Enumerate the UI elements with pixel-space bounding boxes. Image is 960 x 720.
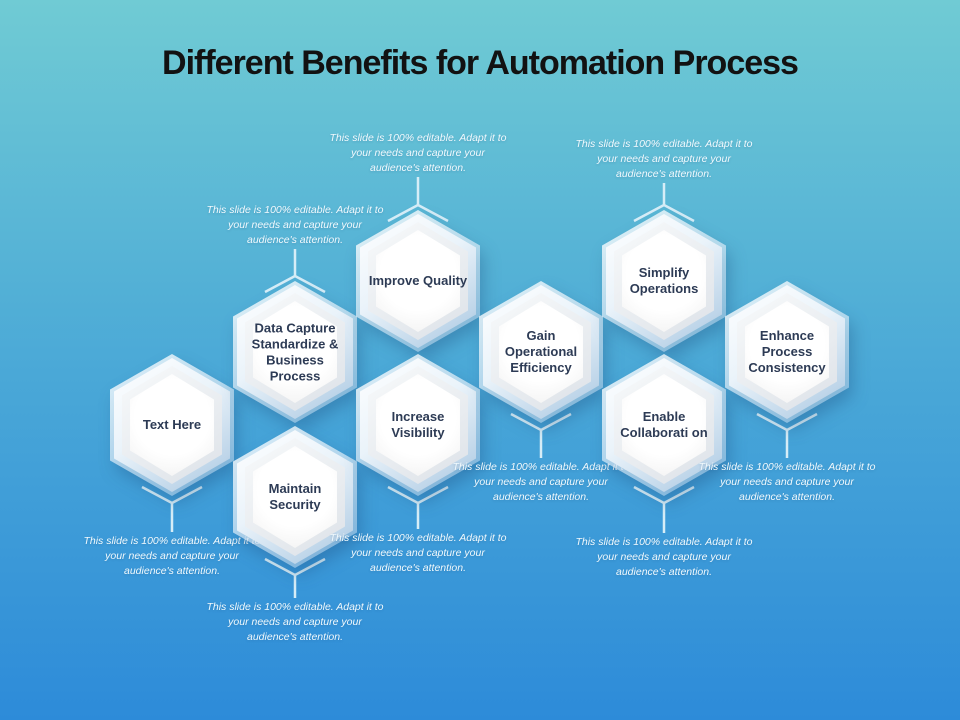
hexagon-simplify-operations: Simplify Operations <box>602 210 726 352</box>
hexagon-face <box>745 301 829 403</box>
hexagon-enable-collaborati-on: Enable Collaborati on <box>602 354 726 496</box>
caption-text: This slide is 100% editable. Adapt it to… <box>329 532 507 575</box>
hexagon-maintain-security: Maintain Security <box>233 426 357 568</box>
hexagon-label: Improve Quality <box>368 273 468 289</box>
caption-text: This slide is 100% editable. Adapt it to… <box>206 601 384 644</box>
caption-text: This slide is 100% editable. Adapt it to… <box>575 138 753 181</box>
connector-line <box>633 485 695 533</box>
hexagon-gain-operational-efficiency: Gain Operational Efficiency <box>479 281 603 423</box>
hexagon-face <box>253 301 337 403</box>
connector-line <box>264 557 326 598</box>
hexagon-label: Enhance Process Consistency <box>748 328 826 375</box>
hexagon-label: Data Capture Standardize & Business Proc… <box>251 320 339 383</box>
connector-line <box>387 485 449 529</box>
hexagon-label: Gain Operational Efficiency <box>504 328 578 375</box>
hexagon-text-here: Text Here <box>110 354 234 496</box>
connector-line <box>633 183 695 223</box>
hexagon-face <box>622 230 706 332</box>
caption-text: This slide is 100% editable. Adapt it to… <box>698 461 876 504</box>
hexagon-label: Maintain Security <box>268 481 322 512</box>
connector-line <box>141 485 203 532</box>
hexagon-label: Increase Visibility <box>391 409 445 440</box>
hexagon-improve-quality: Improve Quality <box>356 210 480 352</box>
connector-line <box>510 412 572 458</box>
hexagon-label: Simplify Operations <box>629 265 699 296</box>
caption-text: This slide is 100% editable. Adapt it to… <box>329 132 507 175</box>
slide-title: Different Benefits for Automation Proces… <box>162 44 799 82</box>
hexagon-face <box>622 374 706 476</box>
hexagon-data-capture-standardize-business-process: Data Capture Standardize & Business Proc… <box>233 281 357 423</box>
caption-text: This slide is 100% editable. Adapt it to… <box>452 461 630 504</box>
caption-text: This slide is 100% editable. Adapt it to… <box>575 536 753 579</box>
hexagon-face <box>376 230 460 332</box>
connector-line <box>756 412 818 458</box>
hexagon-enhance-process-consistency: Enhance Process Consistency <box>725 281 849 423</box>
hexagon-increase-visibility: Increase Visibility <box>356 354 480 496</box>
caption-text: This slide is 100% editable. Adapt it to… <box>83 535 261 578</box>
hexagon-face <box>376 374 460 476</box>
connector-line <box>387 177 449 223</box>
caption-text: This slide is 100% editable. Adapt it to… <box>206 204 384 247</box>
hexagon-face <box>130 374 214 476</box>
hexagon-face <box>499 301 583 403</box>
hexagon-label: Enable Collaborati on <box>620 409 708 440</box>
hexagon-face <box>253 446 337 548</box>
hexagon-label: Text Here <box>142 417 202 433</box>
connector-line <box>264 249 326 294</box>
